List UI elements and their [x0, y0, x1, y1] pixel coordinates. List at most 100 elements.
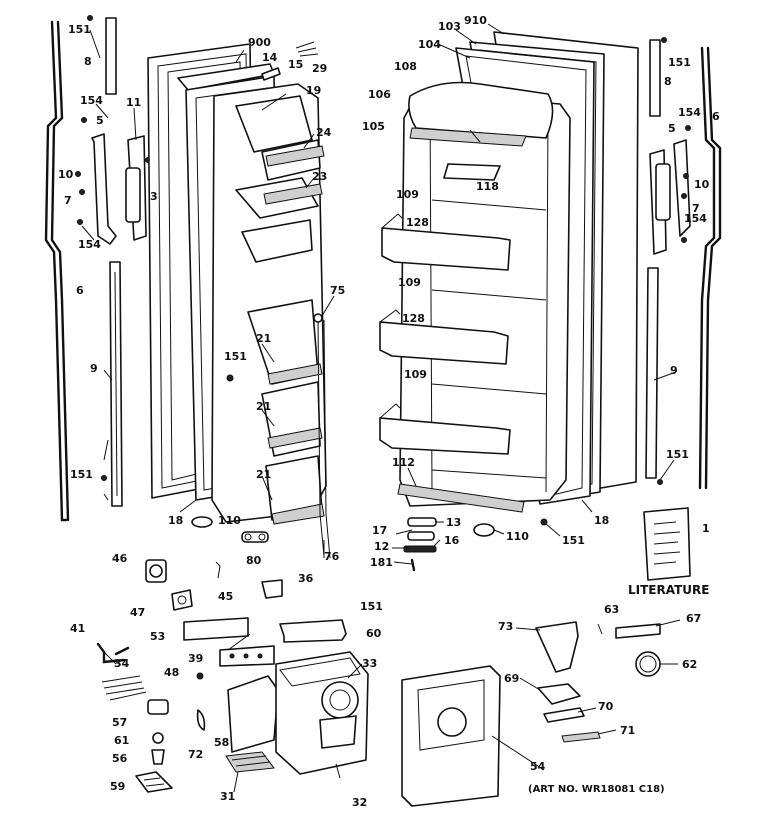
- callout-154: 154: [78, 238, 101, 251]
- callout-151: 151: [668, 56, 691, 69]
- callout-32: 32: [352, 796, 367, 809]
- callout-105: 105: [362, 120, 385, 133]
- callout-67: 67: [686, 612, 701, 625]
- callout-15: 15: [288, 58, 303, 71]
- callout-109: 109: [398, 276, 421, 289]
- callout-63: 63: [604, 603, 619, 616]
- callout-3: 3: [150, 190, 158, 203]
- callout-21: 21: [256, 332, 271, 345]
- callout-58: 58: [214, 736, 229, 749]
- bottom-trim-112: [397, 483, 525, 513]
- callout-1: 1: [702, 522, 710, 535]
- callout-labels: 151 8 154 11 5 10 3 7 154 6 9 151 900 14…: [58, 14, 720, 809]
- callout-33: 33: [362, 657, 377, 670]
- callout-154: 154: [684, 212, 707, 225]
- callout-17: 17: [372, 524, 387, 537]
- callout-31: 31: [220, 790, 235, 803]
- callout-21: 21: [256, 468, 271, 481]
- ice-chute-parts: [535, 621, 661, 743]
- callout-29: 29: [312, 62, 327, 75]
- right-bottom-trim-strip: [645, 267, 659, 479]
- callout-109: 109: [404, 368, 427, 381]
- callout-53: 53: [150, 630, 165, 643]
- callout-41: 41: [70, 622, 85, 635]
- callout-19: 19: [306, 84, 321, 97]
- callout-69: 69: [504, 672, 519, 685]
- callout-7: 7: [692, 202, 700, 215]
- callout-5: 5: [668, 122, 676, 135]
- callout-128: 128: [402, 312, 425, 325]
- dispenser-housing: [225, 651, 369, 775]
- callout-9: 9: [670, 364, 678, 377]
- callout-73: 73: [498, 620, 513, 633]
- dispenser-parts: [96, 559, 347, 793]
- callout-12: 12: [374, 540, 389, 553]
- callout-60: 60: [366, 627, 382, 640]
- callout-56: 56: [112, 752, 128, 765]
- callout-21: 21: [256, 400, 271, 413]
- right-handle: [649, 139, 691, 255]
- callout-108: 108: [394, 60, 417, 73]
- callout-10: 10: [58, 168, 74, 181]
- callout-14: 14: [262, 51, 278, 64]
- callout-62: 62: [682, 658, 697, 671]
- door-shelf-rails: [431, 199, 547, 479]
- callout-18: 18: [168, 514, 183, 527]
- callout-7: 7: [64, 194, 72, 207]
- callout-104: 104: [418, 38, 441, 51]
- callout-151: 151: [70, 468, 93, 481]
- callout-59: 59: [110, 780, 125, 793]
- callout-72: 72: [188, 748, 203, 761]
- callout-54: 54: [530, 760, 546, 773]
- freezer-door-tubes: [313, 313, 331, 559]
- callout-154: 154: [80, 94, 103, 107]
- right-screws: [657, 37, 691, 485]
- left-handle: [91, 133, 147, 245]
- freezer-bottom-parts: [191, 374, 269, 543]
- callout-8: 8: [664, 75, 672, 88]
- callout-76: 76: [324, 550, 340, 563]
- callout-10: 10: [694, 178, 710, 191]
- callout-110: 110: [506, 530, 529, 543]
- small-parts-top: [261, 41, 319, 81]
- callout-8: 8: [84, 55, 92, 68]
- callout-9: 9: [90, 362, 98, 375]
- literature-booklet: [643, 507, 691, 581]
- art-number: (ART NO. WR18081 C18): [528, 784, 665, 795]
- callout-57: 57: [112, 716, 127, 729]
- callout-181: 181: [370, 556, 393, 569]
- left-top-trim-strip: [105, 17, 117, 95]
- callout-103: 103: [438, 20, 461, 33]
- callout-34: 34: [114, 657, 130, 670]
- dispenser-door-cover: [401, 665, 501, 807]
- callout-5: 5: [96, 114, 104, 127]
- door-bins: [379, 213, 511, 455]
- callout-900: 900: [248, 36, 271, 49]
- callout-6: 6: [712, 110, 720, 123]
- callout-151: 151: [68, 23, 91, 36]
- literature-label: LITERATURE: [628, 583, 709, 597]
- right-bottom-small-parts: [403, 517, 548, 572]
- callout-16: 16: [444, 534, 460, 547]
- callout-910: 910: [464, 14, 487, 27]
- callout-61: 61: [114, 734, 129, 747]
- callout-46: 46: [112, 552, 128, 565]
- callout-45: 45: [218, 590, 233, 603]
- callout-70: 70: [598, 700, 614, 713]
- left-bottom-trim-strip: [109, 261, 123, 507]
- callout-106: 106: [368, 88, 391, 101]
- dairy-compartment: [408, 81, 554, 181]
- callout-75: 75: [330, 284, 345, 297]
- callout-109: 109: [396, 188, 419, 201]
- callout-151: 151: [224, 350, 247, 363]
- callout-36: 36: [298, 572, 314, 585]
- callout-151: 151: [360, 600, 383, 613]
- left-door-gasket-trim: [44, 20, 70, 522]
- callout-80: 80: [246, 554, 262, 567]
- callout-39: 39: [188, 652, 203, 665]
- leader-lines: [81, 23, 681, 793]
- callout-112: 112: [392, 456, 415, 469]
- callout-154: 154: [678, 106, 701, 119]
- callout-151: 151: [562, 534, 585, 547]
